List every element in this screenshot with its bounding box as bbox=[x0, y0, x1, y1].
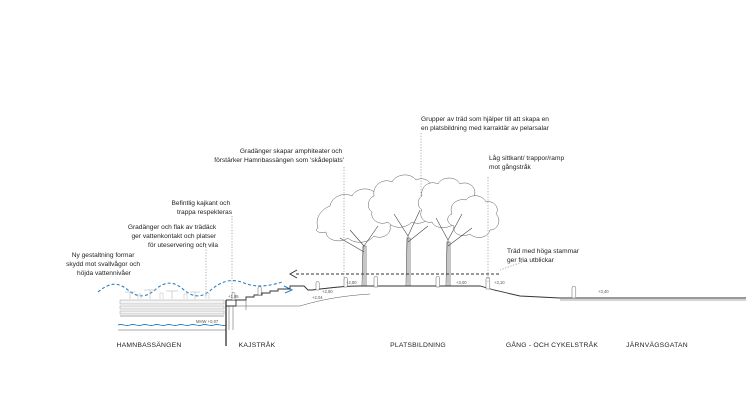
level-kaj: +1,95 bbox=[228, 294, 239, 299]
annotation-trad-stammar: Träd med höga stammar ger fria utblickar bbox=[507, 248, 581, 264]
level-310: +3,10 bbox=[494, 280, 505, 285]
arrow-left-icon bbox=[288, 269, 298, 279]
timber-decks bbox=[119, 289, 225, 317]
person-8 bbox=[571, 285, 577, 299]
zone-platsbildning: PLATSBILDNING bbox=[390, 342, 446, 349]
annotations: Ny gestaltning formar skydd mot svallvåg… bbox=[66, 116, 581, 277]
person-6 bbox=[435, 275, 440, 288]
leader-lines bbox=[205, 133, 523, 296]
amphitheater-steps bbox=[236, 285, 312, 301]
level-280: +2,80 bbox=[346, 280, 357, 285]
person-1 bbox=[231, 292, 236, 301]
person-4 bbox=[343, 277, 348, 288]
view-arrow bbox=[288, 269, 500, 279]
zone-labels: HAMNBASSÄNGEN KAJSTRÅK PLATSBILDNING GÅN… bbox=[117, 340, 688, 349]
zone-kajstrak: KAJSTRÅK bbox=[239, 340, 276, 349]
tree-trunk-2 bbox=[405, 237, 411, 287]
annotation-gradanger-amfi: Gradänger skapar amphiteater och förstär… bbox=[214, 148, 344, 164]
level-204: +2,04 bbox=[312, 295, 323, 300]
level-340: +3,40 bbox=[598, 289, 609, 294]
level-mhw: MHW +0,07 bbox=[196, 319, 219, 324]
tree-canopy-4 bbox=[447, 195, 500, 238]
annotation-ny-gestaltning: Ny gestaltning formar skydd mot svallvåg… bbox=[66, 252, 142, 277]
tree-group bbox=[316, 174, 500, 287]
ground-profile bbox=[236, 285, 746, 310]
annotation-gradanger-flak: Gradänger och flak av trädäck ger vatten… bbox=[128, 224, 219, 249]
level-labels: MHW +0,07 +1,95 +2,04 +2,50 +2,80 +3,00 … bbox=[196, 280, 609, 324]
tree-trunk-1 bbox=[361, 245, 367, 287]
level-250: +2,50 bbox=[322, 289, 333, 294]
water-surface bbox=[117, 323, 227, 327]
level-300: +3,00 bbox=[456, 280, 467, 285]
tree-trunk-3 bbox=[445, 241, 451, 287]
quay-wall bbox=[225, 299, 237, 346]
people bbox=[231, 275, 577, 301]
zone-hamnbassangen: HAMNBASSÄNGEN bbox=[117, 341, 182, 349]
annotation-lag-sittkant: Låg sittkant/ trappor/ramp mot gångstråk bbox=[489, 154, 566, 171]
person-3 bbox=[315, 281, 320, 291]
person-5 bbox=[373, 275, 378, 288]
person-7 bbox=[485, 276, 491, 290]
harbour-water bbox=[97, 280, 294, 331]
annotation-grupper-trad: Grupper av träd som hjälper till att ska… bbox=[421, 116, 551, 132]
annotation-befintlig-kajkant: Befintlig kajkant och trappa respekteras bbox=[172, 200, 233, 216]
zone-jarnvagsgatan: JÄRNVÄGSGATAN bbox=[626, 341, 688, 349]
wave-line bbox=[97, 280, 283, 297]
zone-gang-cykel: GÅNG - OCH CYKELSTRÅK bbox=[506, 340, 598, 349]
person-2 bbox=[257, 286, 262, 296]
wave-arrow-icon bbox=[283, 285, 294, 294]
